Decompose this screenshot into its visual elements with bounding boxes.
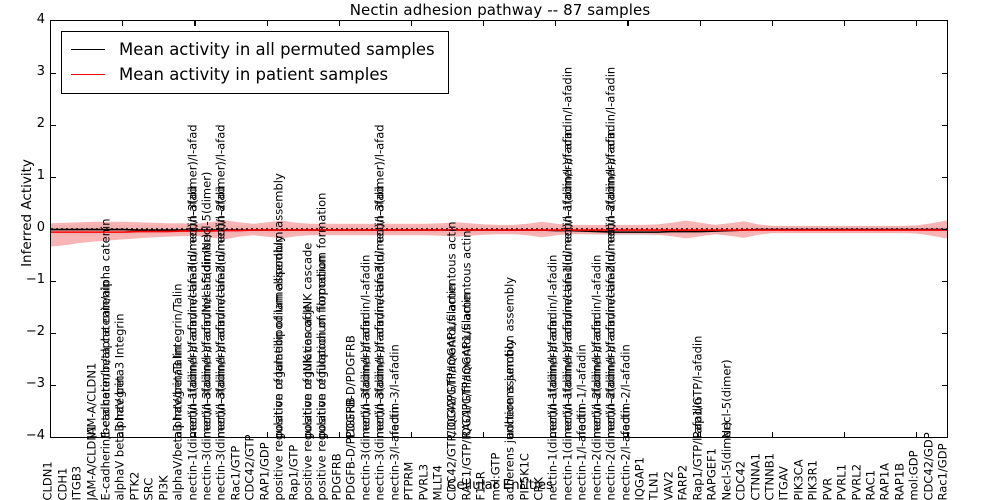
x-tick-label: nectin-2(dimer)/l-afadin/l-afadin <box>589 316 604 500</box>
x-tick-mark-top <box>410 20 413 26</box>
y-tick-mark <box>50 73 56 75</box>
y-tick-mark <box>942 333 948 335</box>
y-tick-label: −4 <box>25 428 45 443</box>
x-tick-mark-top <box>266 20 268 26</box>
legend-swatch-patient-line <box>71 74 105 75</box>
y-tick-mark <box>942 177 948 179</box>
x-tick-mark-top <box>916 20 918 26</box>
y-tick-mark <box>942 73 948 75</box>
x-tick-mark-top <box>122 20 124 26</box>
x-axis-label: Cellular Entities <box>446 477 554 493</box>
x-tick-label: nectin-3(dimer)/l-afadin/l-afadin/Necl-5… <box>199 233 214 500</box>
y-tick-label: 4 <box>36 12 45 27</box>
band-patient <box>51 220 947 247</box>
x-tick-label: E-cadherin/beta catenin/alpha catenin <box>98 280 113 500</box>
y-tick-mark <box>942 385 948 387</box>
x-tick-mark <box>122 432 124 438</box>
y-tick-label: 0 <box>36 220 45 235</box>
x-tick-label: CDC42/GTP/IQGAP1/filamentous actin <box>444 282 459 500</box>
x-tick-mark-top <box>194 20 196 26</box>
x-tick-label: nectin-3(dimer)/l-afadin/l-afadin <box>358 316 373 500</box>
y-tick-label: −3 <box>25 376 45 391</box>
x-tick-mark <box>843 432 846 438</box>
y-tick-mark <box>942 125 948 127</box>
x-tick-label: adherens junction assembly <box>502 338 517 500</box>
y-tick-label: −1 <box>25 272 45 287</box>
y-tick-mark <box>50 333 56 335</box>
x-tick-label: RAC1/GTP/IQGAP1/filamentous actin <box>459 292 474 500</box>
x-tick-mark-top <box>627 20 629 26</box>
chart-title: Nectin adhesion pathway -- 87 samples <box>349 1 651 19</box>
y-tick-mark <box>942 229 948 231</box>
y-tick-label: 3 <box>36 64 45 79</box>
x-tick-label: nectin-3(dimer)/l-afadin/l-afadin/nectin… <box>213 185 228 500</box>
y-tick-mark <box>50 281 56 283</box>
legend-entry-permuted: Mean activity in all permuted samples <box>71 37 435 62</box>
x-tick-label: nectin-1(dimer)/l-afadin/l-afadin/nectin… <box>185 185 200 500</box>
x-tick-mark <box>916 432 918 438</box>
x-tick-mark-top <box>338 20 340 26</box>
x-tick-mark-top <box>699 20 701 26</box>
x-tick-mark <box>338 432 340 438</box>
x-tick-mark <box>555 432 557 438</box>
plot-svg <box>51 220 947 247</box>
legend-label-permuted: Mean activity in all permuted samples <box>119 40 435 59</box>
y-tick-label: 1 <box>36 168 45 183</box>
x-tick-label: positive regulation of filopodium format… <box>314 254 329 500</box>
x-tick-mark <box>627 432 629 438</box>
x-tick-mark <box>194 432 196 438</box>
x-tick-mark <box>410 432 413 438</box>
line-patient <box>51 229 947 233</box>
x-tick-label: nectin-2(dimer)/l-afadin/l-afadin/nectin… <box>603 128 618 500</box>
x-tick-label: positive regulation of JNK cascade <box>300 304 315 500</box>
x-tick-mark-top <box>483 20 485 26</box>
x-tick-mark-top <box>50 20 52 26</box>
x-tick-mark <box>50 432 52 438</box>
y-tick-label: 2 <box>36 116 45 131</box>
x-tick-label: nectin-1(dimer)/l-afadin/l-afadin/nectin… <box>560 128 575 500</box>
x-tick-mark-top <box>555 20 557 26</box>
x-tick-mark-top <box>771 20 773 26</box>
x-tick-mark <box>699 432 701 438</box>
legend-label-patient: Mean activity in patient samples <box>119 65 389 84</box>
x-tick-mark <box>266 432 268 438</box>
y-tick-mark <box>50 385 56 387</box>
y-tick-mark <box>50 229 56 231</box>
x-tick-label: nectin-3(dimer)/l-afadin/l-afadin/nectin… <box>372 185 387 500</box>
x-tick-mark <box>483 432 485 438</box>
y-tick-label: −2 <box>25 324 45 339</box>
y-tick-mark <box>50 125 56 127</box>
x-tick-label: nectin-1(dimer)/l-afadin/l-afadin <box>545 316 560 500</box>
x-tick-mark-top <box>843 20 846 26</box>
y-tick-mark <box>942 281 948 283</box>
legend-entry-patient: Mean activity in patient samples <box>71 62 435 87</box>
x-tick-label: positive regulation of lamellipodium ass… <box>271 234 286 500</box>
y-tick-mark <box>50 177 56 179</box>
legend-swatch-permuted-line <box>71 49 105 50</box>
x-tick-mark <box>771 432 773 438</box>
chart-legend: Mean activity in all permuted samples Me… <box>61 31 449 94</box>
